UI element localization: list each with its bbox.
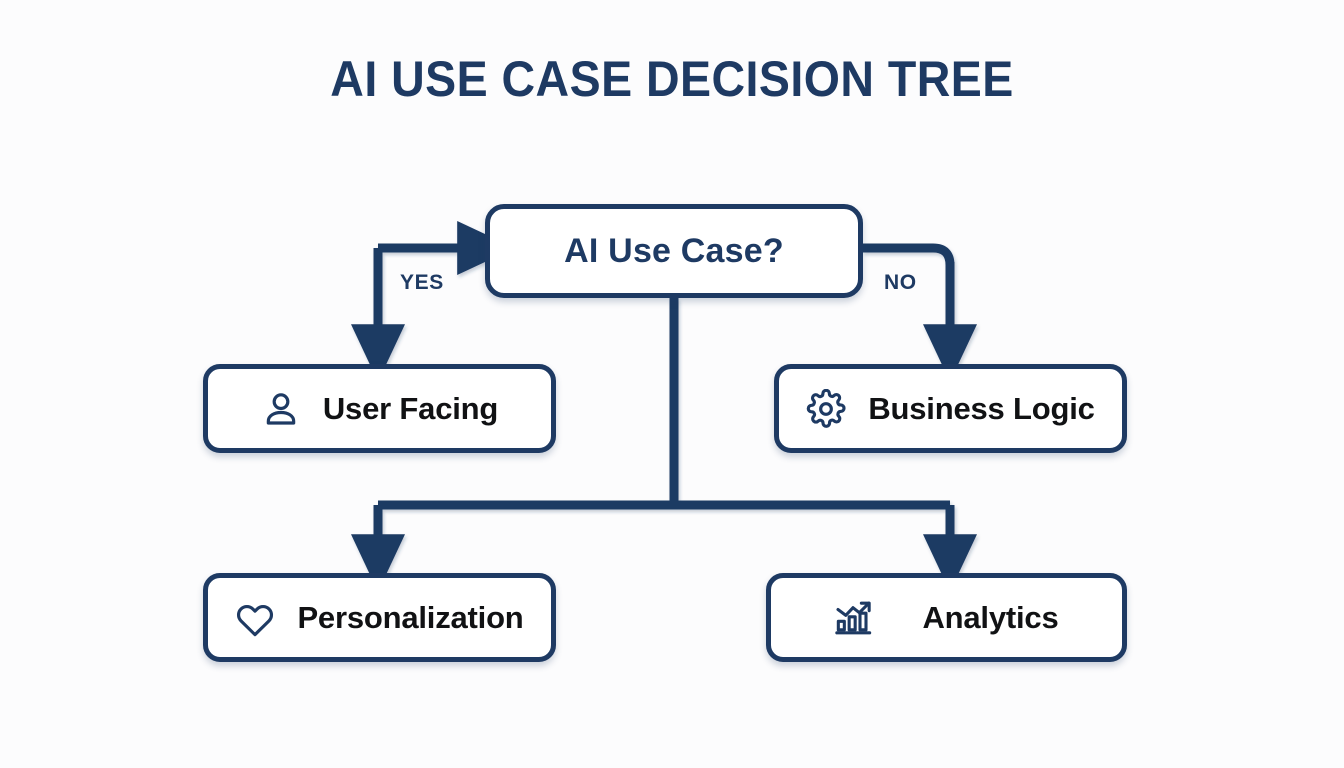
branch-label-yes: YES bbox=[400, 271, 444, 294]
node-personalization[interactable]: Personalization bbox=[203, 573, 556, 662]
user-icon bbox=[266, 392, 296, 425]
page-title: AI USE CASE DECISION TREE bbox=[330, 51, 1014, 107]
gear-icon bbox=[807, 388, 846, 428]
node-label-analytics: Analytics bbox=[922, 599, 1059, 635]
bar-chart-trend-icon bbox=[835, 601, 872, 634]
connector-root-to-no bbox=[863, 243, 955, 270]
node-label-user-facing: User Facing bbox=[322, 390, 499, 426]
node-ai-use-case[interactable]: AI Use Case? bbox=[485, 204, 863, 298]
heart-icon bbox=[237, 604, 274, 636]
branch-label-no: NO bbox=[884, 271, 917, 294]
node-user-facing[interactable]: User Facing bbox=[203, 364, 556, 453]
node-label-business-logic: Business Logic bbox=[868, 390, 1095, 426]
node-label-root: AI Use Case? bbox=[564, 231, 784, 270]
node-business-logic[interactable]: Business Logic bbox=[774, 364, 1127, 453]
node-analytics[interactable]: Analytics bbox=[766, 573, 1127, 662]
node-label-personalization: Personalization bbox=[297, 599, 524, 635]
